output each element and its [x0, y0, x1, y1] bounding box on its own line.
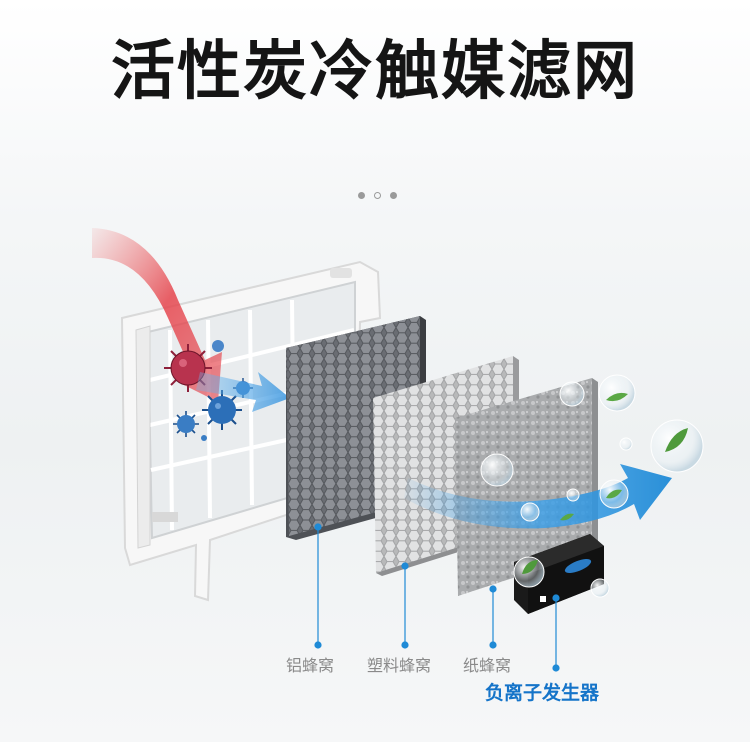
leader-lines	[314, 523, 560, 672]
label-paper-honeycomb: 纸蜂窝	[463, 656, 512, 675]
virus-icon	[164, 340, 253, 441]
page-title: 活性炭冷触媒滤网	[111, 35, 639, 109]
bubble-icon	[480, 374, 704, 598]
carousel-indicator	[358, 192, 402, 202]
clean-airflow-arrow	[404, 464, 672, 529]
carousel-dot[interactable]	[390, 192, 397, 199]
leaf-icon	[522, 392, 688, 574]
label-aluminum-honeycomb: 铝蜂窝	[286, 656, 335, 675]
carousel-dot[interactable]	[358, 192, 365, 199]
label-ion-generator: 负离子发生器	[485, 682, 600, 704]
label-plastic-honeycomb: 塑料蜂窝	[367, 656, 432, 675]
carousel-dot-active[interactable]	[374, 192, 381, 199]
